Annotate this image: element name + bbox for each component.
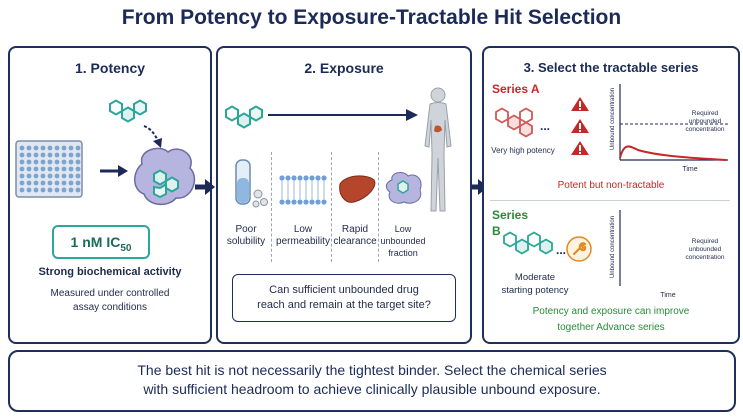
series-b-required-line-1: Required (691, 238, 719, 245)
binding-arrow-icon (143, 125, 162, 148)
ic50-subscript: 50 (120, 242, 132, 254)
barrier-solubility-line-2: solubility (226, 236, 266, 247)
series-b-note-line-2: starting potency (501, 285, 569, 296)
barrier-permeability-line-1: Low (293, 224, 313, 235)
conditions-line-1: Measured under controlled (50, 288, 170, 299)
potency-panel: 1. Potency 1 nM IC50 Strong biochemical … (8, 46, 212, 344)
question-line-1: Can sufficient unbounded drug (269, 284, 419, 296)
conditions-line-2: assay conditions (73, 302, 147, 313)
series-a-x-axis-label: Time (682, 166, 698, 173)
series-a-label: Series A (492, 82, 540, 96)
series-b-compound-icon: ... (503, 231, 566, 257)
series-a-exposure-plot (619, 84, 728, 161)
selection-panel: 3. Select the tractable series Series A … (482, 46, 740, 344)
distribution-arrow-icon (268, 109, 418, 121)
series-b-x-axis-label: Time (660, 292, 676, 299)
warning-icon (571, 141, 589, 155)
series-b-required-line-3: concentration (685, 254, 725, 261)
takeaway-box: The best hit is not necessarily the tigh… (8, 350, 736, 412)
svg-text:...: ... (540, 119, 550, 133)
series-b-note-line-1: Moderate (514, 272, 556, 283)
series-b-required-line-2: unbounded (688, 246, 722, 253)
exposure-heading: 2. Exposure (304, 60, 384, 76)
series-a-compound-icon: ... (495, 107, 550, 138)
barrier-divider (331, 152, 332, 262)
ic50-badge: 1 nM IC50 (52, 225, 150, 259)
test-tube-icon (235, 159, 268, 208)
optimization-wrench-icon (566, 236, 592, 262)
activity-label: Strong biochemical activity (38, 266, 182, 278)
series-b-y-axis-label: Unbound concentration (610, 215, 616, 279)
series-b-exposure-plot (619, 210, 621, 286)
barrier-fraction-line-1: Low (394, 224, 412, 234)
series-a-y-axis-label: Unbound concentration (610, 87, 616, 151)
warning-icon (571, 97, 589, 111)
barrier-divider (378, 152, 379, 262)
potency-heading: 1. Potency (74, 60, 146, 76)
warning-icon (571, 119, 589, 133)
barrier-clearance-line-1: Rapid (341, 224, 369, 235)
series-b-verdict-line-1: Potency and exposure can improve (532, 306, 690, 317)
compound-icon (109, 99, 147, 123)
svg-text:...: ... (556, 243, 566, 257)
target-protein-icon (134, 147, 196, 206)
barrier-clearance-line-2: clearance (333, 236, 377, 247)
series-divider (490, 200, 730, 201)
barrier-fraction-line-3: fraction (388, 248, 418, 258)
human-body-icon (424, 87, 452, 212)
series-b-label-line-2: B (492, 224, 501, 238)
assay-plate-icon (15, 140, 83, 198)
barrier-permeability-line-2: permeability (276, 236, 330, 247)
page-title: From Potency to Exposure-Tractable Hit S… (121, 6, 622, 29)
series-a-verdict: Potent but non-tractable (557, 180, 665, 191)
series-b-verdict-line-2: together Advance series (557, 322, 665, 333)
series-a-required-line-2: unbounded (688, 118, 722, 125)
membrane-icon (279, 175, 327, 205)
exposure-panel: 2. Exposure Poor solubility Low permeabi… (216, 46, 472, 344)
right-arrow-icon (100, 165, 128, 177)
question-box: Can sufficient unbounded drug reach and … (232, 274, 456, 322)
selection-heading: 3. Select the tractable series (523, 60, 699, 75)
series-b-label-line-1: Series (492, 208, 529, 222)
barrier-fraction-line-2: unbounded (380, 236, 426, 246)
ic50-value: 1 nM IC (70, 234, 121, 250)
series-a-required-line-1: Required (691, 110, 719, 117)
compound-icon (225, 105, 263, 129)
takeaway-line-2: with sufficient headroom to achieve clin… (143, 381, 601, 397)
bound-protein-icon (385, 172, 422, 204)
liver-icon (339, 175, 376, 203)
question-line-2: reach and remain at the target site? (257, 299, 431, 311)
series-a-note: Very high potency (491, 146, 555, 155)
barrier-divider (271, 152, 272, 262)
takeaway-line-1: The best hit is not necessarily the tigh… (137, 362, 607, 378)
barrier-solubility-line-1: Poor (235, 224, 257, 235)
series-a-required-line-3: concentration (685, 126, 725, 133)
panel1-to-panel2-arrow (195, 179, 215, 195)
